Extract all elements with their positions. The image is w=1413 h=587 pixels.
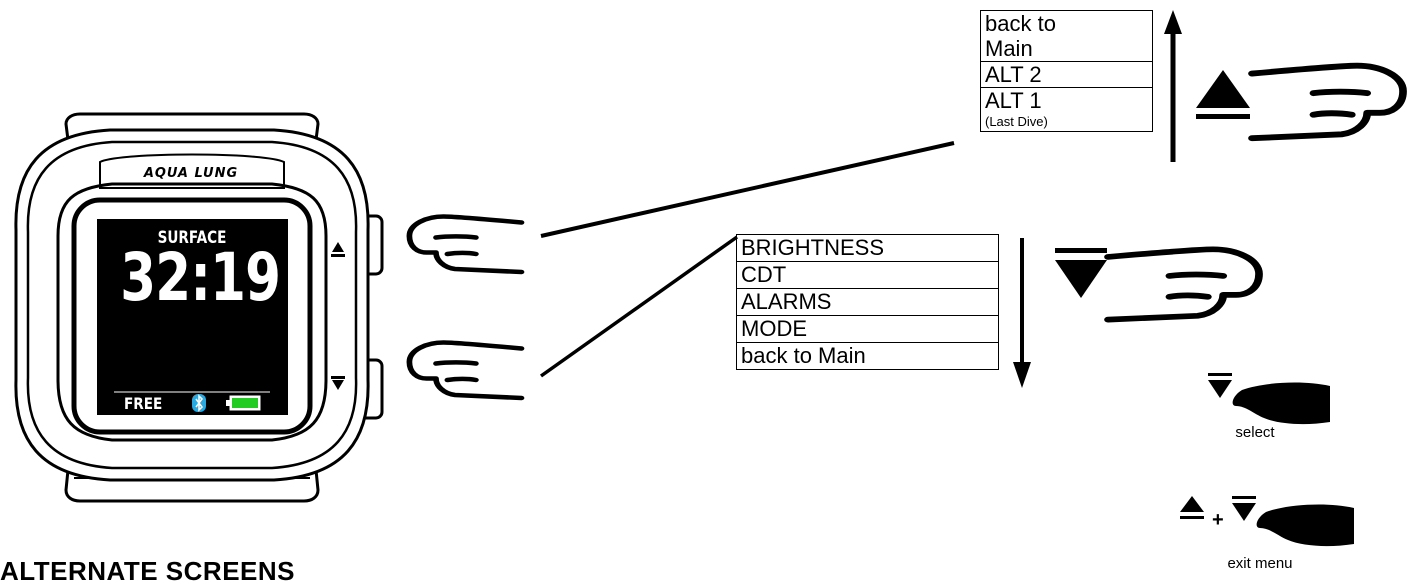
connector-line: [539, 235, 739, 378]
menu-item-mode[interactable]: MODE: [737, 316, 998, 343]
up-button-symbol-icon: [1180, 496, 1204, 519]
down-button-symbol-icon: [1208, 373, 1232, 398]
down-button-symbol-icon: [1055, 248, 1107, 298]
pointing-hand-icon: [409, 343, 521, 399]
pointing-hand-icon: [1108, 249, 1259, 319]
arrow-up-icon: [1164, 10, 1182, 162]
surface-time: 32:19: [120, 239, 281, 316]
down-button-symbol-icon: [1232, 496, 1256, 521]
up-button-mark-icon: [332, 242, 344, 252]
alternate-screens-menu: back to Main ALT 2 ALT 1 (Last Dive): [980, 10, 1153, 132]
select-label: select: [1235, 424, 1275, 441]
mode-label: FREE: [124, 394, 163, 413]
pointing-hand-icon: [409, 217, 521, 273]
exit-menu-label: exit menu: [1227, 555, 1293, 572]
menu-item-back-to-main[interactable]: back to Main: [981, 11, 1152, 62]
pointing-hand-icon: [1252, 66, 1403, 139]
menu-item-alt-2[interactable]: ALT 2: [981, 62, 1152, 88]
connector-line: [540, 141, 955, 238]
menu-item-label: Main: [985, 36, 1033, 61]
menu-item-label: back to: [985, 11, 1056, 36]
menu-item-label: ALT 2: [985, 62, 1042, 87]
menu-item-alt-1[interactable]: ALT 1 (Last Dive): [981, 88, 1152, 131]
menu-item-alarms[interactable]: ALARMS: [737, 289, 998, 316]
dive-computer-watch: [14, 112, 384, 503]
up-button-symbol-icon: [1196, 70, 1250, 119]
down-button-mark-icon: [332, 380, 344, 390]
pressing-hand-icon: [1256, 504, 1354, 547]
plus-sign: +: [1212, 509, 1224, 531]
menu-item-brightness[interactable]: BRIGHTNESS: [737, 235, 998, 262]
menu-item-cdt[interactable]: CDT: [737, 262, 998, 289]
menu-item-back-to-main[interactable]: back to Main: [741, 343, 866, 368]
battery-icon: [226, 395, 261, 411]
bluetooth-icon: [192, 394, 206, 412]
settings-menu: BRIGHTNESS CDT ALARMS MODE back to Main: [736, 234, 999, 370]
menu-item-note: (Last Dive): [985, 114, 1048, 129]
section-title: ALTERNATE SCREENS: [0, 556, 295, 586]
brand-logo: AQUA LUNG: [143, 166, 239, 181]
pressing-hand-icon: [1232, 382, 1330, 425]
menu-item-label: ALT 1: [985, 88, 1042, 113]
screen-title: SURFACE: [157, 228, 227, 248]
arrow-down-icon: [1013, 238, 1031, 388]
